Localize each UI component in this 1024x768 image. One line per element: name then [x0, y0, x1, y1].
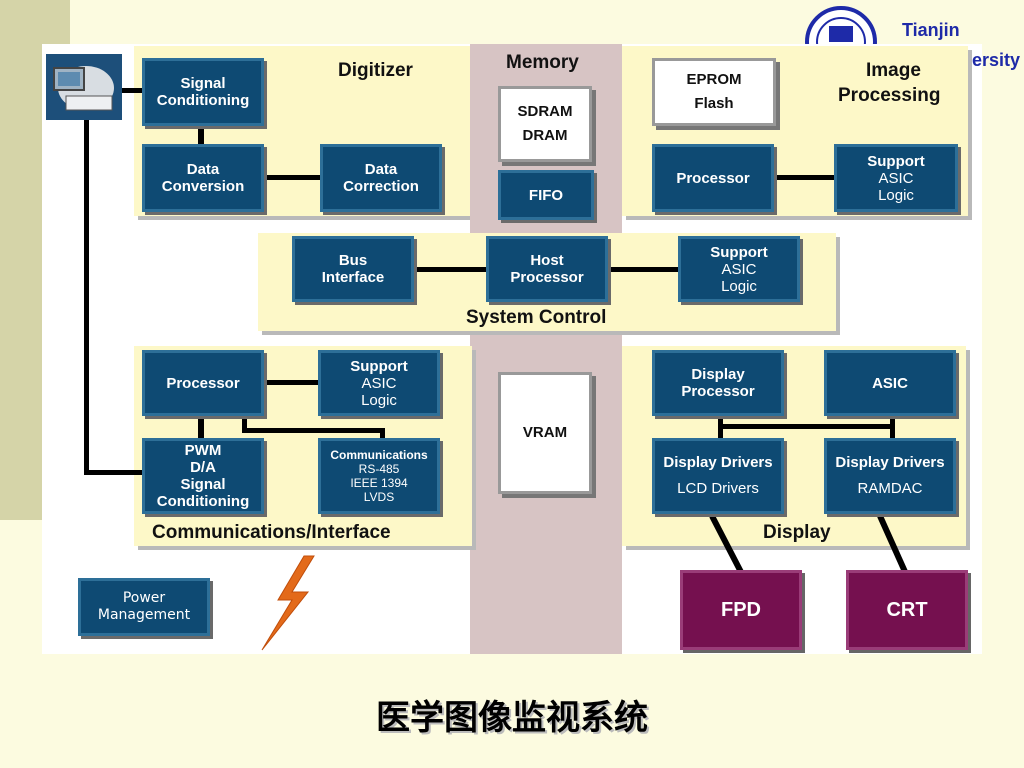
connector-bus-host: [412, 267, 488, 272]
crt-box: CRT: [846, 570, 968, 650]
connector-bus-stub: [242, 414, 247, 432]
connector-processor-support: [774, 175, 836, 180]
connector-signal-conversion: [198, 124, 204, 146]
asic-box: ASIC: [824, 350, 956, 416]
digitizer-title: Digitizer: [338, 60, 413, 81]
image-processing-title-2: Processing: [838, 85, 941, 106]
fpd-box: FPD: [680, 570, 802, 650]
lightning-bolt-icon: [261, 555, 315, 651]
university-seal-icon: [805, 6, 877, 48]
image-processing-title-1: Image: [866, 60, 921, 81]
connector-processor-pwm: [198, 414, 204, 440]
communications-title: Communications/Interface: [152, 522, 391, 543]
connector-bus-horizontal: [242, 428, 384, 433]
connector-drivers-to-outputs: [709, 514, 909, 576]
image-processor-box: Processor: [652, 144, 774, 212]
vram-box: VRAM: [498, 372, 592, 494]
system-control-title: System Control: [466, 307, 607, 328]
connector-host-support: [606, 267, 680, 272]
connector-comm-processor-support: [262, 380, 320, 385]
connector-display-bus: [718, 424, 894, 429]
comm-processor-box: Processor: [142, 350, 264, 416]
university-name-line1: Tianjin: [902, 20, 960, 40]
connector-to-pwm: [84, 470, 142, 475]
medical-scanner-icon: [46, 54, 122, 120]
connector-left-vertical: [84, 90, 89, 474]
connector-asic-down: [890, 414, 895, 440]
display-title: Display: [763, 522, 831, 543]
slide-caption: 医学图像监视系统: [376, 698, 648, 738]
fifo-box: FIFO: [498, 170, 594, 220]
memory-title: Memory: [506, 52, 579, 73]
connector-conversion-correction: [262, 175, 322, 180]
connector-bus-to-comm: [380, 428, 385, 440]
